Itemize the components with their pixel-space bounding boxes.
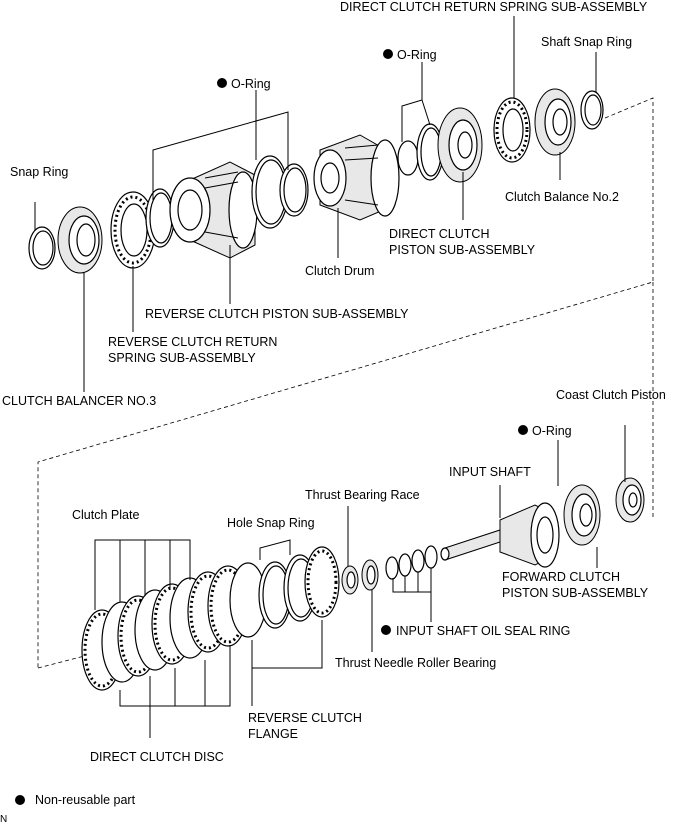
non-reusable-dot-o-ring-top-right <box>383 49 393 59</box>
label-forward-clutch-piston-2: PISTON SUB-ASSEMBLY <box>502 586 649 600</box>
label-thrust-needle-roller-bearing: Thrust Needle Roller Bearing <box>335 656 496 670</box>
label-input-shaft-oil-seal-ring: INPUT SHAFT OIL SEAL RING <box>396 624 570 638</box>
non-reusable-dot-o-ring-bottom <box>518 425 528 435</box>
direct-clutch-piston-part <box>437 107 483 183</box>
corner-mark: N <box>0 814 7 823</box>
clutch-pack-part <box>81 562 267 691</box>
clutch-balancer-no3-part <box>57 206 103 274</box>
label-direct-clutch-return-spring: DIRECT CLUTCH RETURN SPRING SUB-ASSEMBLY <box>340 0 648 14</box>
o-ring-direct-clutch-part <box>397 123 444 181</box>
label-reverse-clutch-flange-1: REVERSE CLUTCH <box>248 711 362 725</box>
forward-clutch-piston-part <box>563 484 601 546</box>
label-reverse-clutch-flange-2: FLANGE <box>248 727 298 741</box>
label-o-ring-top-right: O-Ring <box>397 48 437 62</box>
clutch-balance-no2-part <box>534 88 576 156</box>
input-shaft-part <box>440 502 560 568</box>
clutch-drum-part <box>313 134 400 221</box>
label-reverse-clutch-return-2: SPRING SUB-ASSEMBLY <box>108 351 256 365</box>
label-o-ring-top-left: O-Ring <box>231 77 271 91</box>
hole-snap-ring-part <box>258 546 340 629</box>
snap-ring-part <box>28 226 56 270</box>
non-reusable-dot-oil-seal-ring <box>381 625 391 635</box>
o-ring-large-part <box>251 155 309 229</box>
non-reusable-dot-o-ring-top-left <box>217 78 227 88</box>
direct-clutch-return-spring-part <box>493 97 531 163</box>
label-snap-ring: Snap Ring <box>10 165 68 179</box>
reverse-clutch-piston-part <box>169 161 258 259</box>
label-shaft-snap-ring: Shaft Snap Ring <box>541 35 632 49</box>
label-input-shaft: INPUT SHAFT <box>449 465 531 479</box>
leader-lines <box>34 16 626 738</box>
label-clutch-plate: Clutch Plate <box>72 508 139 522</box>
coast-clutch-piston-part <box>615 477 645 523</box>
label-coast-clutch-piston: Coast Clutch Piston <box>556 388 666 402</box>
thrust-bearing-part <box>341 559 379 595</box>
label-clutch-balance-no2: Clutch Balance No.2 <box>505 190 619 204</box>
label-clutch-balancer-no3: CLUTCH BALANCER NO.3 <box>2 394 156 408</box>
assembly-axis-lines <box>37 97 654 669</box>
label-forward-clutch-piston-1: FORWARD CLUTCH <box>502 570 620 584</box>
label-clutch-drum: Clutch Drum <box>305 264 374 278</box>
shaft-snap-ring-part <box>580 90 604 130</box>
label-thrust-bearing-race: Thrust Bearing Race <box>305 488 420 502</box>
legend-dot <box>15 795 25 805</box>
label-o-ring-bottom: O-Ring <box>532 424 572 438</box>
input-shaft-oil-seal-rings-part <box>385 545 438 580</box>
label-hole-snap-ring: Hole Snap Ring <box>227 516 315 530</box>
label-direct-clutch-piston-1: DIRECT CLUTCH <box>389 227 489 241</box>
label-reverse-clutch-piston: REVERSE CLUTCH PISTON SUB-ASSEMBLY <box>145 307 409 321</box>
o-ring-left-part <box>145 188 175 248</box>
label-direct-clutch-piston-2: PISTON SUB-ASSEMBLY <box>389 243 536 257</box>
label-reverse-clutch-return-1: REVERSE CLUTCH RETURN <box>108 335 277 349</box>
legend-text: Non-reusable part <box>35 793 136 807</box>
label-direct-clutch-disc: DIRECT CLUTCH DISC <box>90 750 224 764</box>
